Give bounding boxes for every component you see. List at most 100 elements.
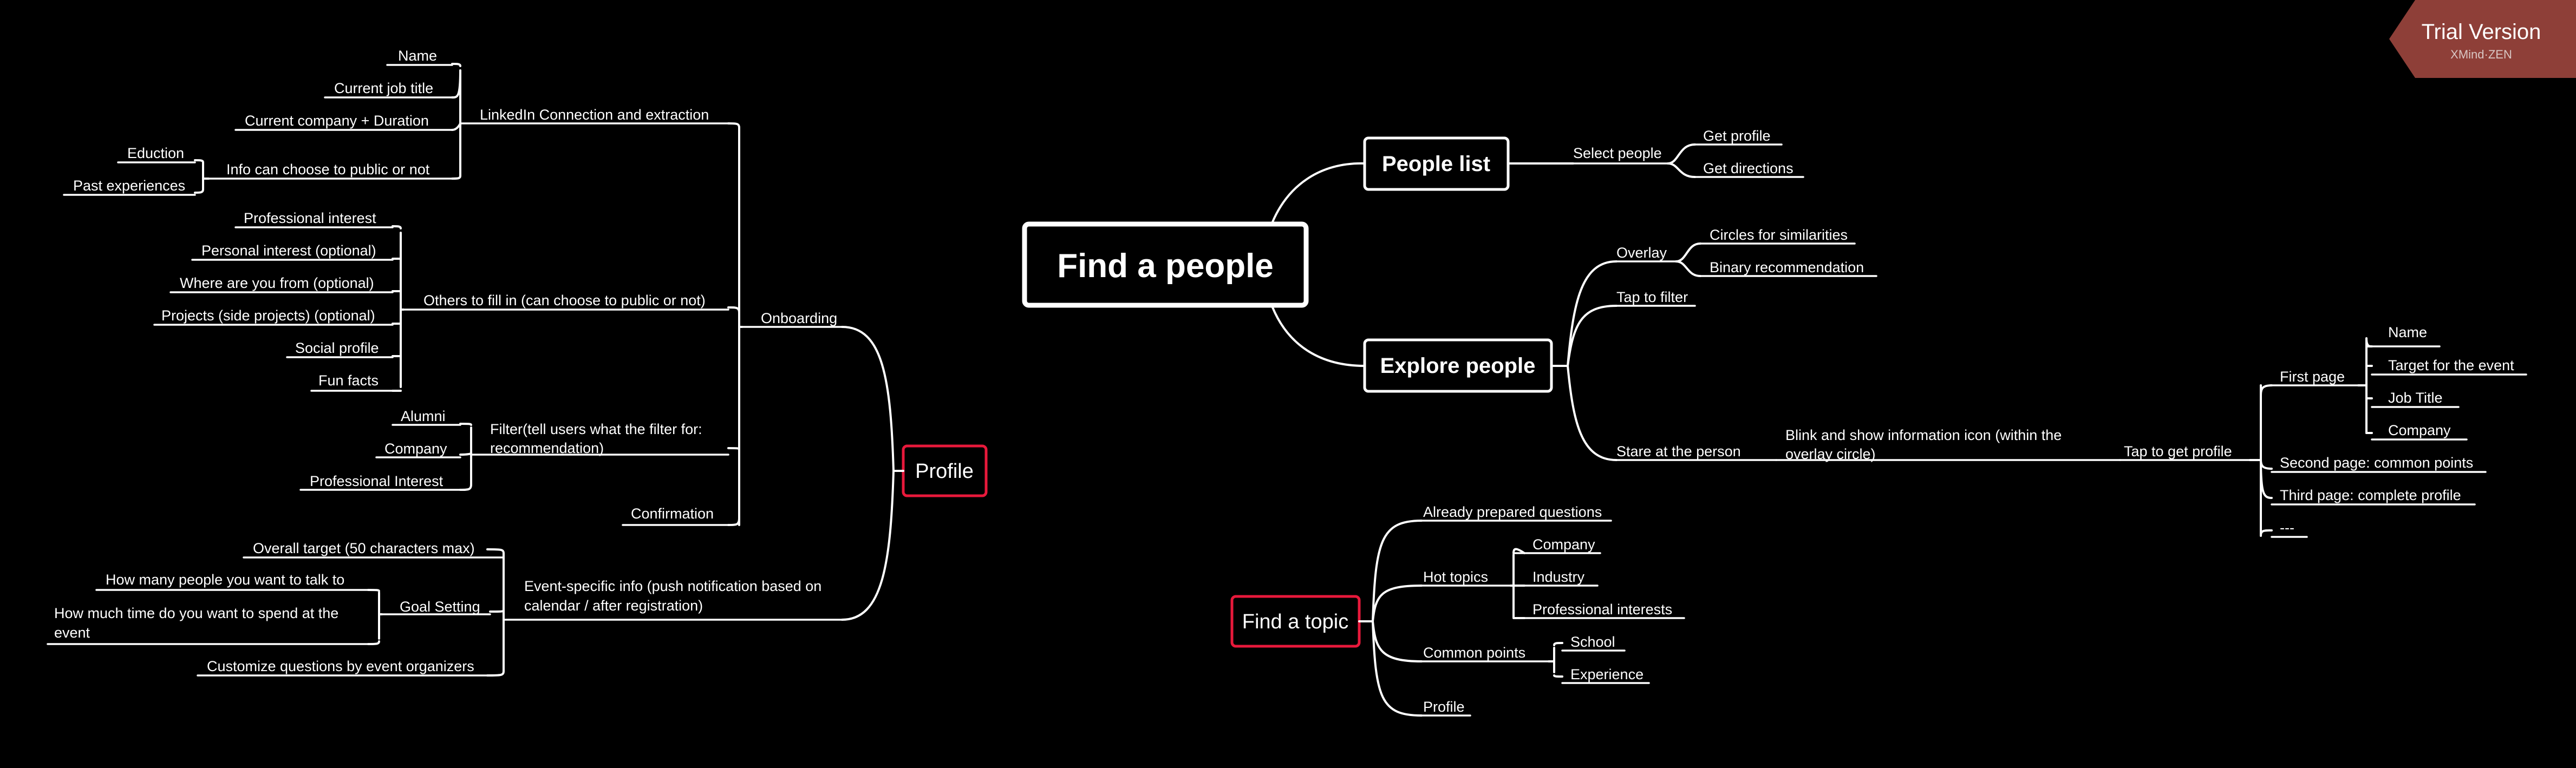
root-topic[interactable]: Find a people xyxy=(1022,221,1309,308)
node-g-people[interactable]: How many people you want to talk to xyxy=(95,572,369,591)
f-company-label: Company xyxy=(384,441,447,457)
find-topic-label: Find a topic xyxy=(1242,611,1348,633)
filter-label-line2: recommendation) xyxy=(490,440,604,456)
node-fp-job-title[interactable]: Job Title xyxy=(2371,390,2460,408)
profile-topic[interactable]: Profile xyxy=(902,444,988,497)
g-people-label: How many people you want to talk to xyxy=(106,572,344,588)
li-company-label: Current company + Duration xyxy=(245,113,429,129)
node-f-alumni[interactable]: Alumni xyxy=(392,408,461,426)
o-projects-label: Projects (side projects) (optional) xyxy=(161,307,375,324)
ht-prof-label: Professional interests xyxy=(1532,601,1672,618)
node-customize[interactable]: Customize questions by event organizers xyxy=(197,658,488,677)
node-topic-profile[interactable]: Profile xyxy=(1420,699,1471,717)
trial-version-badge[interactable]: Trial Version XMind·ZEN xyxy=(2389,0,2576,78)
explore-people-topic[interactable]: Explore people xyxy=(1363,338,1553,393)
others-label: Others to fill in (can choose to public … xyxy=(423,292,706,308)
node-li-info[interactable]: Info can choose to public or not xyxy=(207,161,453,180)
node-common-points[interactable]: Common points xyxy=(1420,645,1550,662)
onboarding-label: Onboarding xyxy=(761,310,837,326)
people-list-topic[interactable]: People list xyxy=(1363,136,1510,191)
people-list-label: People list xyxy=(1382,152,1490,176)
node-overall-target[interactable]: Overall target (50 characters max) xyxy=(243,540,505,559)
node-confirmation[interactable]: Confirmation xyxy=(622,506,729,526)
node-tap-to-get-profile[interactable]: Tap to get profile xyxy=(2119,443,2251,461)
hot-topics-label: Hot topics xyxy=(1423,569,1488,585)
o-social-label: Social profile xyxy=(295,340,379,356)
node-binary-recommendation[interactable]: Binary recommendation xyxy=(1699,259,1877,277)
event-label-line2: calendar / after registration) xyxy=(524,598,703,614)
li-name-label: Name xyxy=(398,48,437,64)
explore-people-label: Explore people xyxy=(1380,354,1536,378)
node-li-job-title[interactable]: Current job title xyxy=(324,80,453,99)
node-third-page[interactable]: Third page: complete profile xyxy=(2271,487,2476,506)
node-goal-setting[interactable]: Goal Setting xyxy=(381,599,491,615)
linkedin-label: LinkedIn Connection and extraction xyxy=(480,107,709,123)
node-fp-name[interactable]: Name xyxy=(2371,324,2441,347)
common-points-label: Common points xyxy=(1423,645,1525,661)
node-o-professional[interactable]: Professional interest xyxy=(234,210,394,228)
badge-shape xyxy=(2389,0,2576,78)
node-select-people[interactable]: Select people xyxy=(1572,145,1669,165)
node-filter[interactable]: Filter(tell users what the filter for: r… xyxy=(470,421,729,456)
cp-school-label: School xyxy=(1570,634,1615,650)
node-event-specific[interactable]: Event-specific info (push notification b… xyxy=(503,578,843,621)
node-hot-topics[interactable]: Hot topics xyxy=(1420,569,1512,587)
node-blink-show-info[interactable]: Blink and show information icon (within … xyxy=(1775,427,2121,462)
node-onboarding[interactable]: Onboarding xyxy=(741,310,843,328)
connector-explore-children xyxy=(1550,260,1618,461)
node-ellipsis[interactable]: --- xyxy=(2271,520,2308,538)
connector-li-info-children xyxy=(194,159,210,194)
node-circles-similarities[interactable]: Circles for similarities xyxy=(1699,227,1856,245)
node-ht-industry[interactable]: Industry xyxy=(1523,569,1599,587)
node-li-past[interactable]: Past experiences xyxy=(63,178,196,196)
node-li-name[interactable]: Name xyxy=(386,48,453,66)
node-get-profile[interactable]: Get profile xyxy=(1694,128,1783,146)
ht-company-label: Company xyxy=(1532,536,1595,553)
node-tap-to-filter[interactable]: Tap to filter xyxy=(1615,289,1696,307)
node-fp-company[interactable]: Company xyxy=(2371,422,2468,441)
node-overlay[interactable]: Overlay xyxy=(1615,245,1677,262)
node-f-company[interactable]: Company xyxy=(375,441,461,458)
node-fp-target[interactable]: Target for the event xyxy=(2371,357,2527,376)
binary-label: Binary recommendation xyxy=(1710,259,1864,275)
node-li-education[interactable]: Eduction xyxy=(117,145,196,163)
connector-tap-profile-children xyxy=(2249,384,2273,537)
circles-label: Circles for similarities xyxy=(1710,227,1848,243)
connector-hot-topics-children xyxy=(1510,548,1525,619)
node-ht-professional-interests[interactable]: Professional interests xyxy=(1523,601,1685,619)
node-o-where[interactable]: Where are you from (optional) xyxy=(169,275,394,293)
node-cp-experience[interactable]: Experience xyxy=(1561,666,1650,684)
node-first-page[interactable]: First page xyxy=(2271,369,2359,386)
prepared-label: Already prepared questions xyxy=(1423,504,1602,520)
node-second-page[interactable]: Second page: common points xyxy=(2271,455,2487,473)
topic-profile-label: Profile xyxy=(1423,699,1465,715)
overlay-label: Overlay xyxy=(1616,245,1667,261)
node-ht-company[interactable]: Company xyxy=(1512,536,1601,554)
connector-linkedin-children xyxy=(451,63,461,180)
find-topic-topic[interactable]: Find a topic xyxy=(1230,595,1361,648)
node-linkedin[interactable]: LinkedIn Connection and extraction xyxy=(459,107,729,124)
node-o-projects[interactable]: Projects (side projects) (optional) xyxy=(153,307,394,326)
li-education-label: Eduction xyxy=(127,145,184,161)
f-professional-label: Professional Interest xyxy=(310,473,444,489)
fp-name-label: Name xyxy=(2388,324,2427,340)
node-o-social[interactable]: Social profile xyxy=(286,340,394,358)
node-o-personal[interactable]: Personal interest (optional) xyxy=(191,242,394,261)
node-others[interactable]: Others to fill in (can choose to public … xyxy=(402,292,729,311)
connector-goal-children xyxy=(367,589,383,645)
node-stare-at-person[interactable]: Stare at the person xyxy=(1615,443,1777,461)
node-li-company[interactable]: Current company + Duration xyxy=(234,113,453,131)
ellipsis-label: --- xyxy=(2280,520,2294,536)
stare-label: Stare at the person xyxy=(1616,443,1741,460)
node-o-fun[interactable]: Fun facts xyxy=(310,372,394,392)
third-page-label: Third page: complete profile xyxy=(2280,487,2461,503)
event-label-line1: Event-specific info (push notification b… xyxy=(524,578,821,594)
node-g-time[interactable]: How much time do you want to spend at th… xyxy=(47,605,369,645)
node-prepared-questions[interactable]: Already prepared questions xyxy=(1420,504,1612,522)
node-f-professional[interactable]: Professional Interest xyxy=(299,473,461,491)
node-get-directions[interactable]: Get directions xyxy=(1694,160,1804,178)
connector-first-page-children xyxy=(2357,337,2373,434)
node-cp-school[interactable]: School xyxy=(1561,634,1626,652)
connector-others-children xyxy=(392,225,405,392)
